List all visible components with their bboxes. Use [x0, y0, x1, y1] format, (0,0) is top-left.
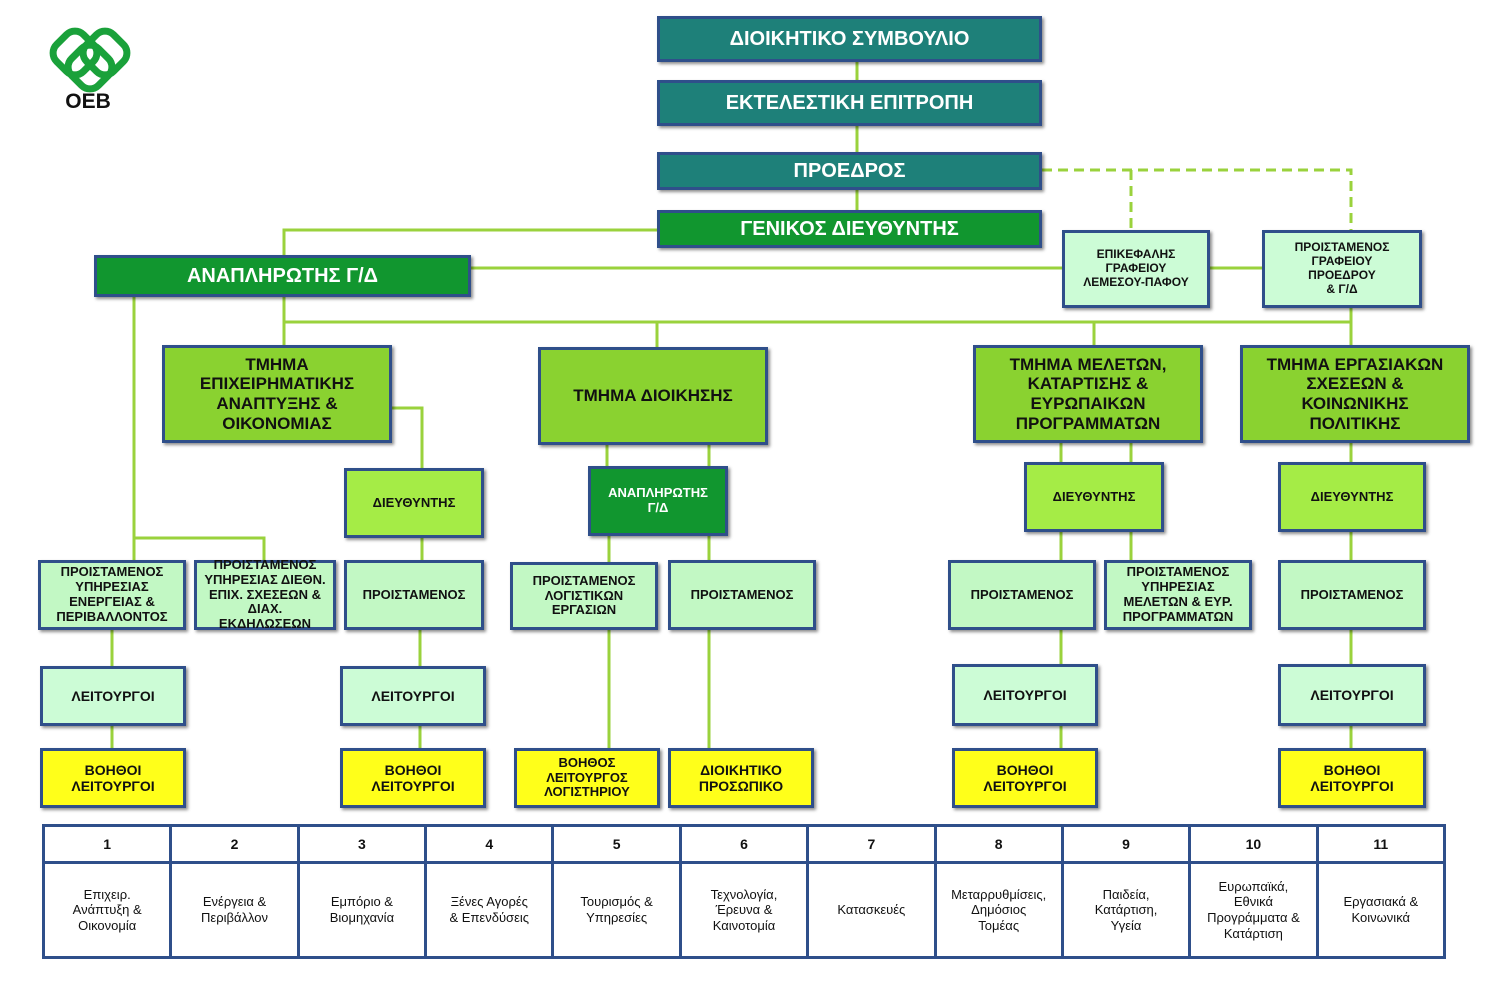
executive-committee-box: ΕΚΤΕΛΕΣΤΙΚΗ ΕΠΙΤΡΟΠΗ: [657, 80, 1042, 126]
accounting-head-box: ΠΡΟΙΣΤΑΜΕΝΟΣ ΛΟΓΙΣΤΙΚΩΝ ΕΡΓΑΣΙΩΝ: [510, 562, 658, 630]
director-business-box: ΔΙΕΥΘΥΝΤΗΣ: [344, 468, 484, 538]
sector-name: Παιδεία, Κατάρτιση, Υγεία: [1060, 861, 1192, 959]
sector-number: 6: [678, 824, 810, 864]
assistants-labour-box: ΒΟΗΘΟΙ ΛΕΙΤΟΥΡΓΟΙ: [1278, 748, 1426, 808]
sector-name: Εργασιακά & Κοινωνικά: [1315, 861, 1447, 959]
sector-name: Κατασκευές: [806, 861, 937, 959]
deputy-gd-box: ΑΝΑΠΛΗΡΩΤΗΣ Γ/Δ: [94, 255, 471, 297]
sector-number: 11: [1315, 824, 1447, 864]
accounting-assistant-box: ΒΟΗΘΟΣ ΛΕΙΤΟΥΡΓΟΣ ΛΟΓΙΣΤΗΡΙΟΥ: [514, 748, 660, 808]
director-studies-box: ΔΙΕΥΘΥΝΤΗΣ: [1024, 462, 1164, 532]
sector-number: 7: [806, 824, 937, 864]
dept-studies-box: ΤΜΗΜΑ ΜΕΛΕΤΩΝ, ΚΑΤΑΡΤΙΣΗΣ & ΕΥΡΩΠΑΙΚΩΝ Π…: [973, 345, 1203, 443]
intl-head-box: ΠΡΟΙΣΤΑΜΕΝΟΣ ΥΠΗΡΕΣΙΑΣ ΔΙΕΘΝ. ΕΠΙΧ. ΣΧΕΣ…: [194, 557, 336, 631]
officers-labour-box: ΛΕΙΤΟΥΡΓΟΙ: [1278, 664, 1426, 726]
business-head-box: ΠΡΟΙΣΤΑΜΕΝΟΣ: [344, 560, 484, 630]
officers-energy-box: ΛΕΙΤΟΥΡΓΟΙ: [40, 666, 186, 726]
sector-number: 8: [933, 824, 1064, 864]
labour-head-box: ΠΡΟΙΣΤΑΜΕΝΟΣ: [1278, 560, 1426, 630]
sector-name: Ξένες Αγορές & Επενδύσεις: [424, 861, 555, 959]
assistants-energy-box: ΒΟΗΘΟΙ ΛΕΙΤΟΥΡΓΟΙ: [40, 748, 186, 808]
sector-name: Τεχνολογία, Έρευνα & Καινοτομία: [678, 861, 810, 959]
president-office-box: ΠΡΟΙΣΤΑΜΕΝΟΣ ΓΡΑΦΕΙΟΥ ΠΡΟΕΔΡΟΥ & Γ/Δ: [1262, 230, 1422, 308]
sector-number: 10: [1188, 824, 1319, 864]
sector-name: Ευρωπαϊκά, Εθνικά Προγράμματα & Κατάρτισ…: [1188, 861, 1319, 959]
assistants-business-box: ΒΟΗΘΟΙ ΛΕΙΤΟΥΡΓΟΙ: [340, 748, 486, 808]
general-director-box: ΓΕΝΙΚΟΣ ΔΙΕΥΘΥΝΤΗΣ: [657, 210, 1042, 248]
sector-number: 4: [424, 824, 555, 864]
sector-number: 2: [169, 824, 300, 864]
officers-studies-box: ΛΕΙΤΟΥΡΓΟΙ: [952, 664, 1098, 726]
logo-text: OEB: [65, 90, 111, 113]
sector-numbers-row: 1 2 3 4 5 6 7 8 9 10 11: [41, 824, 1447, 864]
assistants-studies-box: ΒΟΗΘΟΙ ΛΕΙΤΟΥΡΓΟΙ: [952, 748, 1098, 808]
sector-name: Τουρισμός & Υπηρεσίες: [551, 861, 682, 959]
sector-name: Μεταρρυθμίσεις, Δημόσιος Τομέας: [933, 861, 1064, 959]
dept-administration-box: ΤΜΗΜΑ ΔΙΟΙΚΗΣΗΣ: [538, 347, 768, 445]
oeb-logo-icon: [49, 27, 131, 93]
admin-staff-box: ΔΙΟΙΚΗΤΙΚΟ ΠΡΟΣΩΠΙΚΟ: [668, 748, 814, 808]
admin-deputy-gd-box: ΑΝΑΠΛΗΡΩΤΗΣ Γ/Δ: [588, 466, 728, 536]
sector-number: 9: [1060, 824, 1192, 864]
studies-head-box: ΠΡΟΙΣΤΑΜΕΝΟΣ: [948, 560, 1096, 630]
sector-name: Επιχειρ. Ανάπτυξη & Οικονομία: [41, 861, 173, 959]
dept-labour-box: ΤΜΗΜΑ ΕΡΓΑΣΙΑΚΩΝ ΣΧΕΣΕΩΝ & ΚΟΙΝΩΝΙΚΗΣ ΠΟ…: [1240, 345, 1470, 443]
energy-head-box: ΠΡΟΙΣΤΑΜΕΝΟΣ ΥΠΗΡΕΣΙΑΣ ΕΝΕΡΓΕΙΑΣ & ΠΕΡΙΒ…: [38, 560, 186, 630]
admin-head-box: ΠΡΟΙΣΤΑΜΕΝΟΣ: [668, 560, 816, 630]
studies-programs-head-box: ΠΡΟΙΣΤΑΜΕΝΟΣ ΥΠΗΡΕΣΙΑΣ ΜΕΛΕΤΩΝ & ΕΥΡ. ΠΡ…: [1104, 560, 1252, 630]
sector-name: Ενέργεια & Περιβάλλον: [169, 861, 300, 959]
sectors-table: 1 2 3 4 5 6 7 8 9 10 11 Επιχειρ. Ανάπτυξ…: [41, 824, 1447, 959]
officers-business-box: ΛΕΙΤΟΥΡΓΟΙ: [340, 666, 486, 726]
limassol-office-box: ΕΠΙΚΕΦΑΛΗΣ ΓΡΑΦΕΙΟΥ ΛΕΜΕΣΟΥ-ΠΑΦΟΥ: [1062, 230, 1210, 308]
sector-name: Εμπόριο & Βιομηχανία: [296, 861, 428, 959]
sector-names-row: Επιχειρ. Ανάπτυξη & Οικονομία Ενέργεια &…: [41, 861, 1447, 959]
board-box: ΔΙΟΙΚΗΤΙΚΟ ΣΥΜΒΟΥΛΙΟ: [657, 16, 1042, 62]
dept-business-box: ΤΜΗΜΑ ΕΠΙΧΕΙΡΗΜΑΤΙΚΗΣ ΑΝΑΠΤΥΞΗΣ & ΟΙΚΟΝΟ…: [162, 345, 392, 443]
sector-number: 3: [296, 824, 428, 864]
sector-number: 5: [551, 824, 682, 864]
director-labour-box: ΔΙΕΥΘΥΝΤΗΣ: [1278, 462, 1426, 532]
sector-number: 1: [41, 824, 173, 864]
president-box: ΠΡΟΕΔΡΟΣ: [657, 152, 1042, 190]
